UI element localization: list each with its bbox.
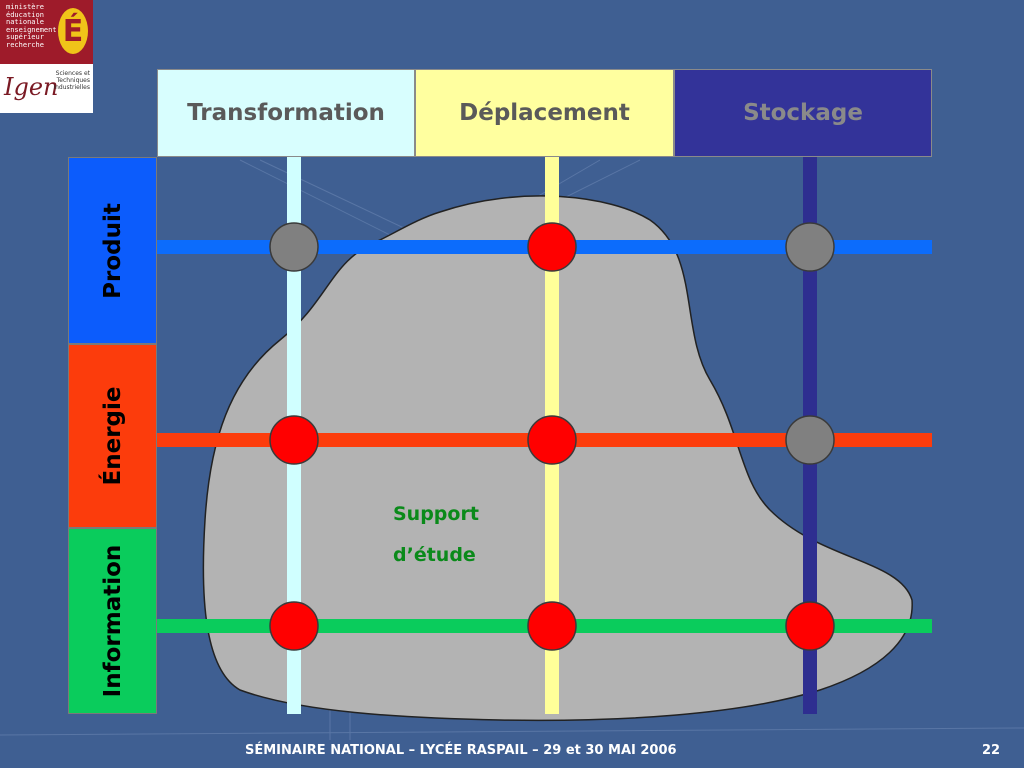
support-etude-label: Support d’étude [393, 494, 479, 576]
header-stockage-label: Stockage [743, 100, 863, 126]
igen-caption: Sciences et Techniques Industrielles [53, 70, 90, 91]
ministry-logo: ministère éducation nationale enseigneme… [0, 0, 93, 64]
header-stockage: Stockage [674, 69, 932, 157]
support-line-1: Support [393, 503, 479, 525]
support-line-2: d’étude [393, 544, 476, 566]
node-produit-transformation [269, 222, 319, 272]
ministry-e-emblem: É [58, 8, 88, 54]
header-transformation-label: Transformation [187, 100, 385, 126]
institution-logo: ministère éducation nationale enseigneme… [0, 0, 93, 113]
node-produit-deplacement [527, 222, 577, 272]
node-energie-transformation [269, 415, 319, 465]
header-transformation: Transformation [157, 69, 415, 157]
node-energie-deplacement [527, 415, 577, 465]
footer-text: SÉMINAIRE NATIONAL – LYCÉE RASPAIL – 29 … [245, 743, 677, 758]
ministry-logo-text: ministère éducation nationale enseigneme… [6, 3, 57, 49]
row-label-energie: Énergie [68, 344, 157, 528]
row-label-produit: Produit [68, 157, 157, 344]
header-deplacement: Déplacement [415, 69, 674, 157]
node-information-stockage [785, 601, 835, 651]
header-deplacement-label: Déplacement [459, 100, 630, 126]
node-energie-stockage [785, 415, 835, 465]
page-number: 22 [982, 743, 1001, 758]
node-information-transformation [269, 601, 319, 651]
row-label-information: Information [68, 528, 157, 714]
node-information-deplacement [527, 601, 577, 651]
node-produit-stockage [785, 222, 835, 272]
